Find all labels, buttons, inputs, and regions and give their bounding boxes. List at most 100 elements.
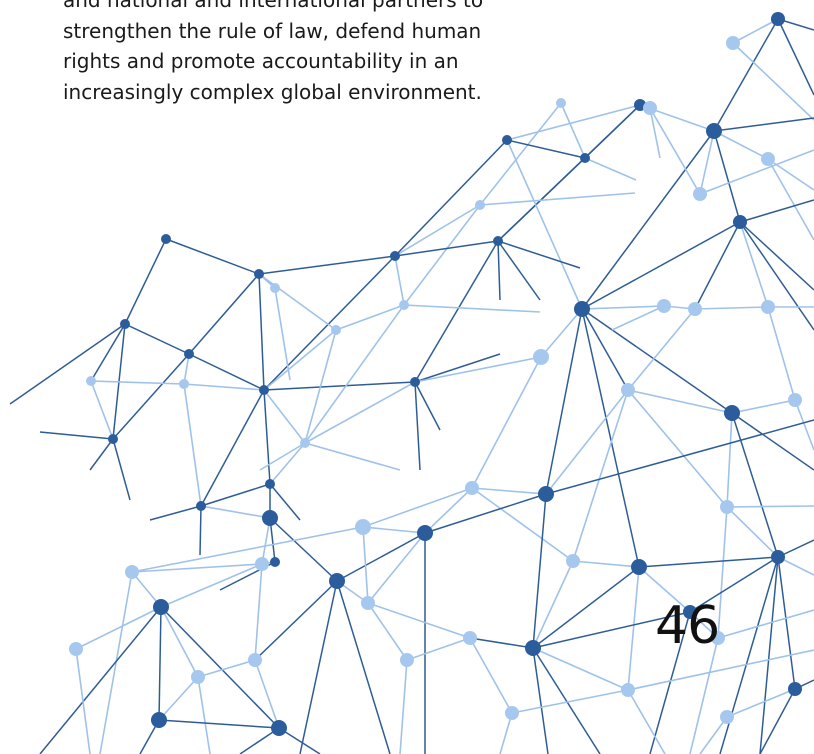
network-node — [410, 377, 420, 387]
network-edge — [713, 18, 779, 132]
network-node — [400, 653, 414, 667]
network-edge — [75, 606, 162, 650]
network-node — [265, 479, 275, 489]
network-edge — [367, 532, 426, 604]
network-edge — [767, 158, 814, 241]
network-edge — [263, 329, 337, 391]
network-edge — [694, 306, 769, 310]
network-node — [538, 486, 554, 502]
network-node — [271, 720, 287, 736]
network-edge — [75, 648, 91, 754]
network-edge — [197, 659, 256, 678]
network-edge — [274, 287, 291, 381]
network-edge — [638, 566, 691, 613]
network-node — [761, 300, 775, 314]
network-edge — [540, 308, 583, 358]
network-edge — [767, 306, 796, 401]
network-edge — [424, 493, 547, 534]
network-edge — [479, 192, 636, 206]
network-edge — [649, 107, 661, 159]
network-edge — [197, 676, 211, 754]
network-edge — [759, 688, 796, 754]
network-node — [788, 393, 802, 407]
network-edge — [497, 240, 501, 301]
network-edge — [403, 304, 541, 313]
network-node — [300, 438, 310, 448]
network-edge — [278, 727, 321, 754]
network-node — [733, 215, 747, 229]
network-edge — [165, 238, 260, 275]
network-edge — [506, 139, 583, 310]
body-text-line: strengthen the rule of law, defend human — [63, 18, 482, 43]
network-node — [771, 12, 785, 26]
network-node — [108, 434, 118, 444]
body-text-line: and national and international partners … — [63, 0, 484, 12]
network-node — [493, 236, 503, 246]
network-edge — [649, 611, 691, 754]
network-edge — [131, 526, 364, 573]
network-edge — [726, 688, 796, 718]
network-node — [417, 525, 433, 541]
network-node — [255, 557, 269, 571]
network-edge — [89, 438, 114, 471]
body-text-line: increasingly complex global environment. — [63, 79, 482, 104]
network-edge — [263, 255, 396, 391]
network-edge — [638, 556, 779, 568]
network-node — [191, 670, 205, 684]
network-edge — [717, 506, 728, 639]
network-edge — [9, 323, 126, 405]
network-edge — [731, 412, 814, 471]
network-node — [580, 153, 590, 163]
network-edge — [731, 412, 779, 558]
network-edge — [532, 647, 601, 754]
network-edge — [545, 389, 629, 495]
network-node — [631, 559, 647, 575]
network-edge — [471, 487, 574, 562]
network-edge — [254, 563, 263, 661]
network-edge — [158, 606, 162, 721]
network-edge — [627, 566, 640, 691]
network-edge — [469, 637, 513, 714]
network-node — [259, 385, 269, 395]
network-edge — [183, 383, 202, 507]
network-edge — [199, 505, 202, 556]
network-edge — [469, 637, 534, 649]
network-edge — [149, 505, 202, 521]
network-edge — [506, 104, 641, 141]
network-edge — [627, 649, 814, 691]
network-edge — [258, 273, 265, 391]
network-edge — [362, 487, 473, 528]
network-edge — [572, 560, 640, 568]
network-edge — [731, 399, 796, 414]
network-edge — [336, 532, 426, 582]
network-edge — [394, 204, 481, 257]
network-node — [262, 510, 278, 526]
network-edge — [259, 442, 306, 471]
network-edge — [581, 221, 741, 310]
network-edge — [304, 304, 405, 444]
network-node — [270, 557, 280, 567]
body-text-line: rights and promote accountability in an — [63, 49, 459, 73]
network-edge — [158, 719, 280, 729]
network-node — [254, 269, 264, 279]
network-node — [161, 234, 171, 244]
network-node — [711, 631, 725, 645]
network-node — [720, 500, 734, 514]
network-edge — [726, 506, 779, 558]
network-edge — [335, 304, 405, 331]
network-edge — [726, 412, 733, 508]
network-edge — [269, 517, 338, 582]
network-edge — [394, 240, 499, 257]
network-edge — [699, 716, 728, 754]
network-edge — [649, 107, 701, 195]
network-edge — [183, 383, 265, 391]
network-edge — [90, 380, 185, 385]
network-edge — [739, 221, 814, 291]
network-edge — [545, 308, 583, 495]
network-edge — [367, 602, 408, 661]
network-edge — [160, 606, 199, 678]
network-node — [184, 349, 194, 359]
network-node — [248, 653, 262, 667]
